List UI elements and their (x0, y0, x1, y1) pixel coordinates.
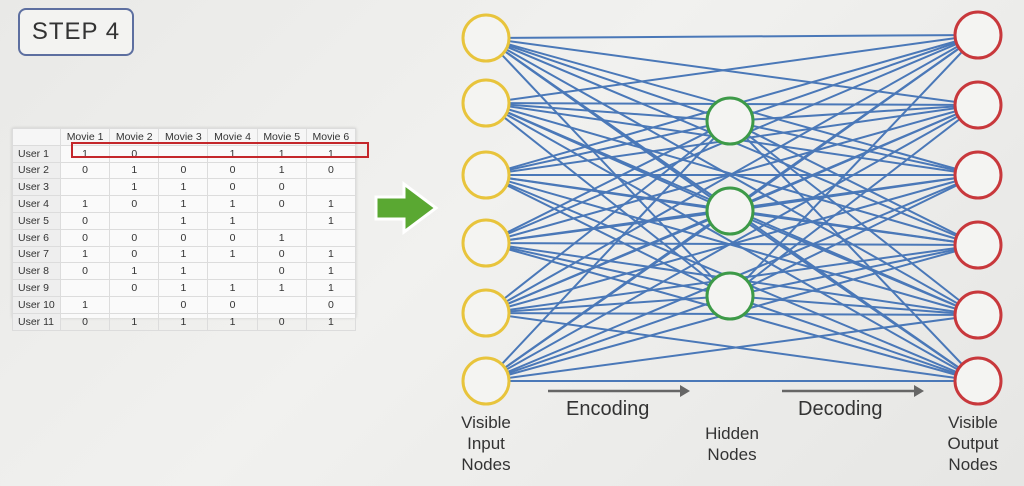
rating-cell: 1 (109, 178, 160, 197)
input-node (461, 150, 511, 200)
decoding-arrow-head (914, 385, 924, 397)
connection-line (729, 104, 979, 122)
connection-line (485, 37, 731, 297)
rating-cell: 1 (158, 312, 209, 331)
green-arrow-icon (374, 181, 439, 235)
input-node (461, 78, 511, 128)
connection-line (485, 104, 979, 382)
output-node (953, 220, 1003, 270)
output-node (953, 150, 1003, 200)
row-label: User 3 (12, 178, 61, 197)
connection-line (729, 174, 979, 212)
connection-line (729, 34, 979, 297)
encoding-label: Encoding (566, 398, 650, 420)
connection-line (729, 120, 979, 176)
hidden-node (705, 271, 755, 321)
input-node (461, 218, 511, 268)
rating-cell: 1 (305, 312, 357, 331)
connection-line (485, 120, 731, 382)
row-label: User 5 (12, 211, 61, 230)
column-header: Movie 6 (305, 128, 357, 146)
rating-cell: 1 (109, 312, 160, 331)
connection-line (729, 104, 979, 297)
column-header: Movie 2 (109, 128, 160, 146)
rating-cell: 1 (207, 312, 258, 331)
row-label: User 4 (12, 195, 61, 213)
row-label: User 9 (12, 279, 61, 297)
input-node (461, 356, 511, 406)
connection-line (485, 174, 731, 297)
connection-line (485, 37, 979, 316)
connection-line (485, 37, 731, 122)
rating-cell: 0 (256, 312, 307, 331)
network-nodes (461, 10, 1003, 406)
hidden-node (705, 186, 755, 236)
connection-line (485, 34, 979, 39)
connection-line (729, 34, 979, 212)
connection-line (729, 210, 979, 382)
connection-line (729, 295, 979, 316)
connection-line (729, 104, 979, 212)
connection-line (485, 120, 731, 244)
connection-line (729, 174, 979, 297)
encoding-arrow-head (680, 385, 690, 397)
connection-line (485, 242, 731, 297)
row-label: User 7 (12, 245, 61, 264)
row-label: User 8 (12, 262, 61, 281)
visible-output-label: Visible Output Nodes (947, 413, 999, 474)
hidden-node (705, 96, 755, 146)
connection-line (485, 34, 979, 104)
column-header: Movie 5 (256, 128, 307, 146)
connection-line (729, 120, 979, 246)
connection-line (729, 120, 979, 382)
step-label: STEP 4 (18, 8, 134, 56)
connection-line (729, 295, 979, 382)
visible-input-label: Visible Input Nodes (461, 413, 511, 474)
decoding-label: Decoding (798, 398, 883, 420)
connection-line (485, 120, 731, 176)
row-label: User 2 (12, 161, 61, 180)
connection-line (485, 102, 731, 297)
connection-line (729, 210, 979, 246)
connection-line (485, 37, 979, 106)
connection-line (729, 210, 979, 316)
connection-line (729, 34, 979, 122)
row-label: User 11 (12, 312, 61, 331)
connection-line (485, 295, 731, 314)
rating-cell: 0 (109, 195, 160, 213)
output-node (953, 10, 1003, 60)
row-label: User 1 (12, 144, 61, 163)
output-node (953, 290, 1003, 340)
connection-line (485, 295, 731, 382)
connection-line (729, 120, 979, 316)
output-node (953, 356, 1003, 406)
input-node (461, 288, 511, 338)
rating-cell: 1 (158, 245, 209, 264)
input-node (461, 13, 511, 63)
output-node (953, 80, 1003, 130)
hidden-label: Hidden Nodes (705, 424, 759, 464)
connection-line (729, 244, 979, 297)
connection-line (485, 34, 979, 314)
rating-cell: 0 (59, 312, 111, 331)
